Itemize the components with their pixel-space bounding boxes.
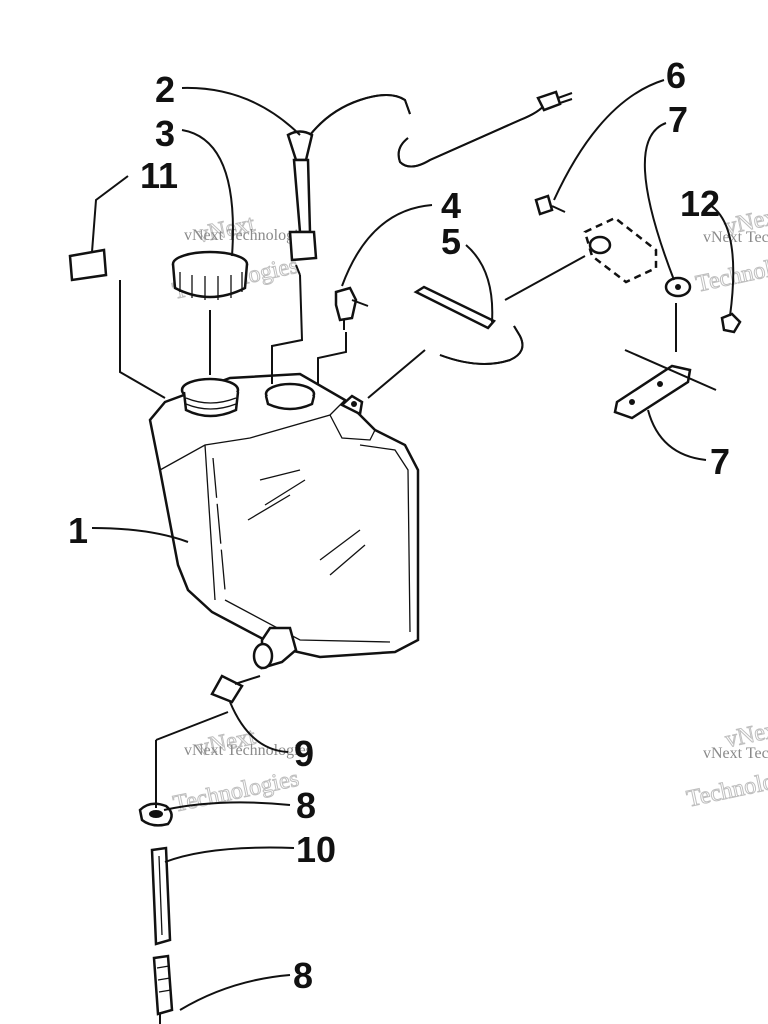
callout-8-lower: 8 [293,955,313,996]
callout-9: 9 [294,733,314,774]
callout-5: 5 [441,221,461,262]
callout-10: 10 [296,829,336,870]
callout-8-upper: 8 [296,785,316,826]
callout-4: 4 [441,185,461,226]
watermark-right-bottom: vNext Technologies [684,715,768,813]
callout-7-top: 7 [668,99,688,140]
oil-tank [148,372,420,670]
callout-7-bottom: 7 [710,441,730,482]
watermark-small-center-bottom: vNext Technologies [184,742,312,759]
callout-2: 2 [155,69,175,110]
callout-1: 1 [68,510,88,551]
tank-cap [171,250,249,300]
hose-clamp-lower [152,954,174,1016]
callout-6: 6 [666,55,686,96]
watermark-small-right-bottom: vNext Technologies [703,745,768,762]
callout-3: 3 [155,113,175,154]
level-sensor [286,90,573,276]
watermark-small-center-top: vNext Technologies [184,227,312,244]
fuel-line [150,846,172,946]
watermark-line-2: Technologies [694,246,768,298]
hose-clamp-upper [138,802,173,827]
watermark-line-2: Technologies [171,766,301,818]
decal-label [68,248,108,282]
bracket-assembly [534,194,742,420]
callout-12: 12 [680,183,720,224]
callout-11: 11 [140,155,178,196]
outlet-fitting [210,674,261,704]
leader-lines [91,79,735,1024]
watermark-small-right-top: vNext Technologies [703,229,768,246]
watermark-line-2: Technologies [684,761,768,813]
elbow-fitting [334,286,369,330]
vent-hose [413,285,524,365]
